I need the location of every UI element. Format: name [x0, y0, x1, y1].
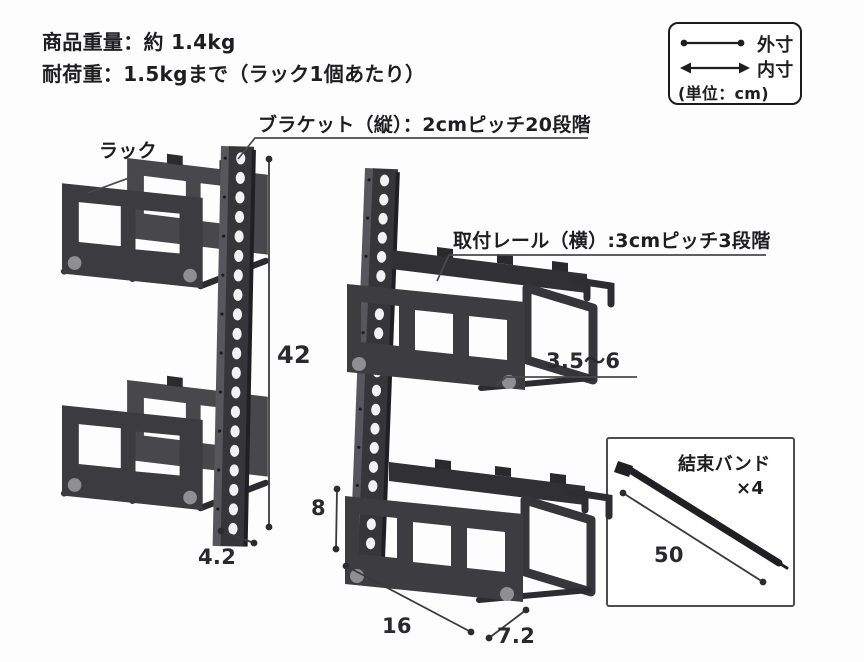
rail-label-leader	[436, 254, 766, 282]
bracket-label-leader	[237, 137, 588, 160]
cable-tie-count: ×4	[736, 478, 765, 499]
hook-range-label: 3.5～6	[546, 349, 621, 373]
left-bracket	[212, 146, 256, 547]
hook-range-leader	[496, 376, 637, 386]
legend-unit-label: (単位：cm)	[678, 84, 769, 103]
dim-line-4-2	[220, 530, 255, 544]
cable-tie-name: 結束バンド	[678, 454, 771, 475]
rail-label: 取付レール（横）:3cmピッチ3段階	[453, 230, 771, 252]
dim-rack-depth: 7.2	[497, 624, 536, 648]
rack-label-leader	[87, 163, 168, 194]
bracket-label: ブラケット（縦）：2cmピッチ20段階	[258, 114, 591, 136]
dim-bracket-depth: 4.2	[198, 545, 237, 569]
spec-weight: 商品重量：約 1.4kg	[42, 30, 236, 54]
legend-inner-label: 内寸	[757, 60, 794, 81]
legend-outer-label: 外寸	[757, 35, 794, 56]
rack-label: ラック	[99, 140, 157, 162]
middle-bracket	[349, 168, 400, 562]
spec-load: 耐荷重：1.5kgまで（ラック1個あたり）	[42, 62, 426, 86]
dim-tie-length: 50	[654, 543, 684, 567]
dim-rack-height: 8	[311, 496, 326, 520]
left-rack-top	[62, 154, 268, 288]
dim-bracket-height: 42	[277, 341, 311, 369]
left-rack-bottom	[62, 376, 268, 510]
dim-line-8	[335, 488, 338, 550]
dim-rack-width: 16	[382, 614, 412, 638]
middle-rack-bottom	[345, 459, 609, 602]
